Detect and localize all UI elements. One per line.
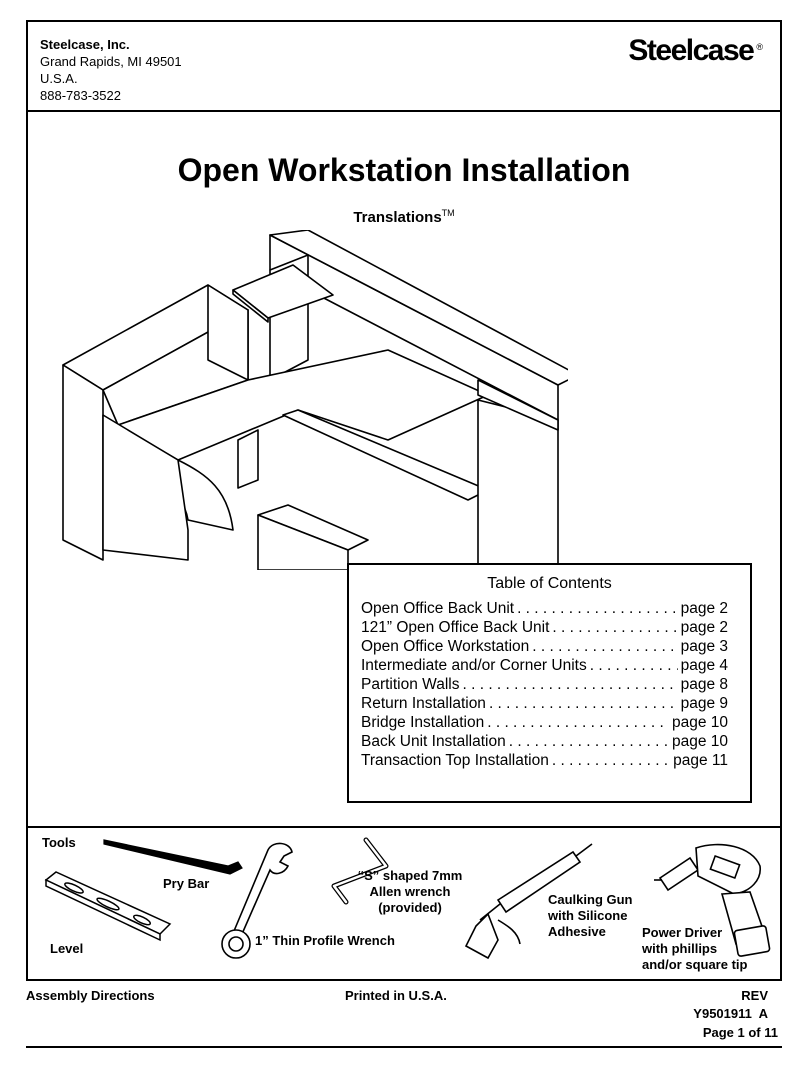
- toc-leader-dots: [552, 618, 677, 637]
- footer-page-number: Page 1 of 11: [702, 1025, 778, 1040]
- toc-entry-page: page 4: [680, 657, 728, 674]
- address-line1: Grand Rapids, MI 49501: [40, 54, 182, 69]
- driver-line1: Power Driver: [642, 925, 723, 940]
- toc-entry[interactable]: 121” Open Office Back Unit page 2: [361, 618, 728, 637]
- address-line2: U.S.A.: [40, 71, 78, 86]
- toc-entry[interactable]: Open Office Back Unit page 2: [361, 599, 728, 618]
- toc-entry-page: page 9: [680, 695, 728, 712]
- toc-entry-page: page 2: [680, 600, 728, 617]
- toc-leader-dots: [590, 656, 678, 675]
- toc-leader-dots: [489, 694, 678, 713]
- power-driver-label: Power Driver with phillips and/or square…: [642, 925, 747, 973]
- page-subtitle: TranslationsTM: [0, 208, 808, 226]
- workstation-illustration: [62, 230, 568, 570]
- power-driver-icon: [654, 843, 771, 957]
- company-name: Steelcase, Inc.: [40, 37, 130, 52]
- toc-entry[interactable]: Partition Walls page 8: [361, 675, 728, 694]
- toc-entry-page: page 8: [680, 676, 728, 693]
- allen-line1: “S” shaped 7mm: [357, 868, 463, 883]
- caulk-line1: Caulking Gun: [548, 892, 633, 907]
- toc-entry[interactable]: Transaction Top Installation page 11: [361, 751, 728, 770]
- tools-frame: [26, 826, 782, 981]
- company-info: Steelcase, Inc. Grand Rapids, MI 49501 U…: [40, 36, 182, 104]
- pry-bar-label: Pry Bar: [163, 876, 210, 891]
- toc-entry-page: page 10: [671, 714, 728, 731]
- allen-line2: Allen wrench: [369, 884, 451, 899]
- toc-entry-label: Return Installation: [361, 695, 486, 712]
- toc-entry-label: Transaction Top Installation: [361, 752, 549, 769]
- toc-entry[interactable]: Return Installation page 9: [361, 694, 728, 713]
- caulk-line3: Adhesive: [548, 924, 606, 939]
- toc-entry[interactable]: Bridge Installation page 10: [361, 713, 728, 732]
- toc-entry-label: Open Office Back Unit: [361, 600, 515, 617]
- toc-leader-dots: [509, 732, 669, 751]
- toc-leader-dots: [487, 713, 669, 732]
- tools-heading: Tools: [42, 835, 76, 850]
- allen-line3: (provided): [378, 900, 442, 915]
- toc-entry-label: Partition Walls: [361, 676, 460, 693]
- wrench-icon: [221, 842, 293, 959]
- toc-entry-page: page 11: [673, 752, 728, 769]
- toc-entry-page: page 2: [680, 619, 728, 636]
- caulk-line2: with Silicone: [548, 908, 628, 923]
- toc-entry-label: Open Office Workstation: [361, 638, 530, 655]
- trademark-mark: TM: [441, 208, 455, 218]
- table-of-contents: Table of Contents Open Office Back Unit p…: [347, 563, 752, 803]
- toc-entry-page: page 3: [680, 638, 728, 655]
- brand-logo: Steelcase®: [628, 34, 763, 68]
- toc-leader-dots: [517, 599, 678, 618]
- toc-list: Open Office Back Unit page 2 121” Open Of…: [361, 599, 728, 770]
- driver-line3: and/or square tip: [642, 957, 748, 972]
- page-title: Open Workstation Installation: [177, 152, 631, 188]
- level-icon: [44, 871, 172, 942]
- caulking-gun-label: Caulking Gun with Silicone Adhesive: [548, 892, 633, 940]
- registered-mark: ®: [756, 42, 763, 52]
- toc-entry-label: Back Unit Installation: [361, 733, 506, 750]
- toc-title: Table of Contents: [487, 575, 612, 592]
- phone-number: 888-783-3522: [40, 88, 121, 103]
- toc-entry[interactable]: Intermediate and/or Corner Units page 4: [361, 656, 728, 675]
- toc-leader-dots: [462, 675, 677, 694]
- allen-wrench-icon: [331, 837, 389, 905]
- footer-assembly-directions: Assembly Directions: [26, 988, 155, 1003]
- toc-entry[interactable]: Back Unit Installation page 10: [361, 732, 728, 751]
- footer-printed-in: Printed in U.S.A.: [345, 988, 447, 1003]
- caulking-gun-icon: [464, 843, 593, 960]
- brand-name: Steelcase: [628, 34, 754, 67]
- wrench-label: 1” Thin Profile Wrench: [255, 933, 395, 948]
- subtitle-text: Translations: [353, 209, 442, 226]
- toc-entry-label: 121” Open Office Back Unit: [361, 619, 550, 636]
- header-frame: [26, 20, 782, 112]
- toc-entry[interactable]: Open Office Workstation page 3: [361, 637, 728, 656]
- toc-entry-label: Intermediate and/or Corner Units: [361, 657, 587, 674]
- driver-line2: with phillips: [642, 941, 718, 956]
- toc-leader-dots: [552, 751, 670, 770]
- toc-entry-page: page 10: [671, 733, 728, 750]
- pry-bar-icon: [103, 839, 243, 875]
- footer-doc-number: Y9501911 A: [693, 1006, 768, 1021]
- toc-leader-dots: [532, 637, 677, 656]
- footer-rev: REV: [741, 988, 768, 1003]
- toc-entry-label: Bridge Installation: [361, 714, 485, 731]
- footer-rule: [26, 1046, 782, 1048]
- allen-wrench-label: “S” shaped 7mm Allen wrench (provided): [350, 868, 470, 916]
- level-label: Level: [50, 941, 84, 956]
